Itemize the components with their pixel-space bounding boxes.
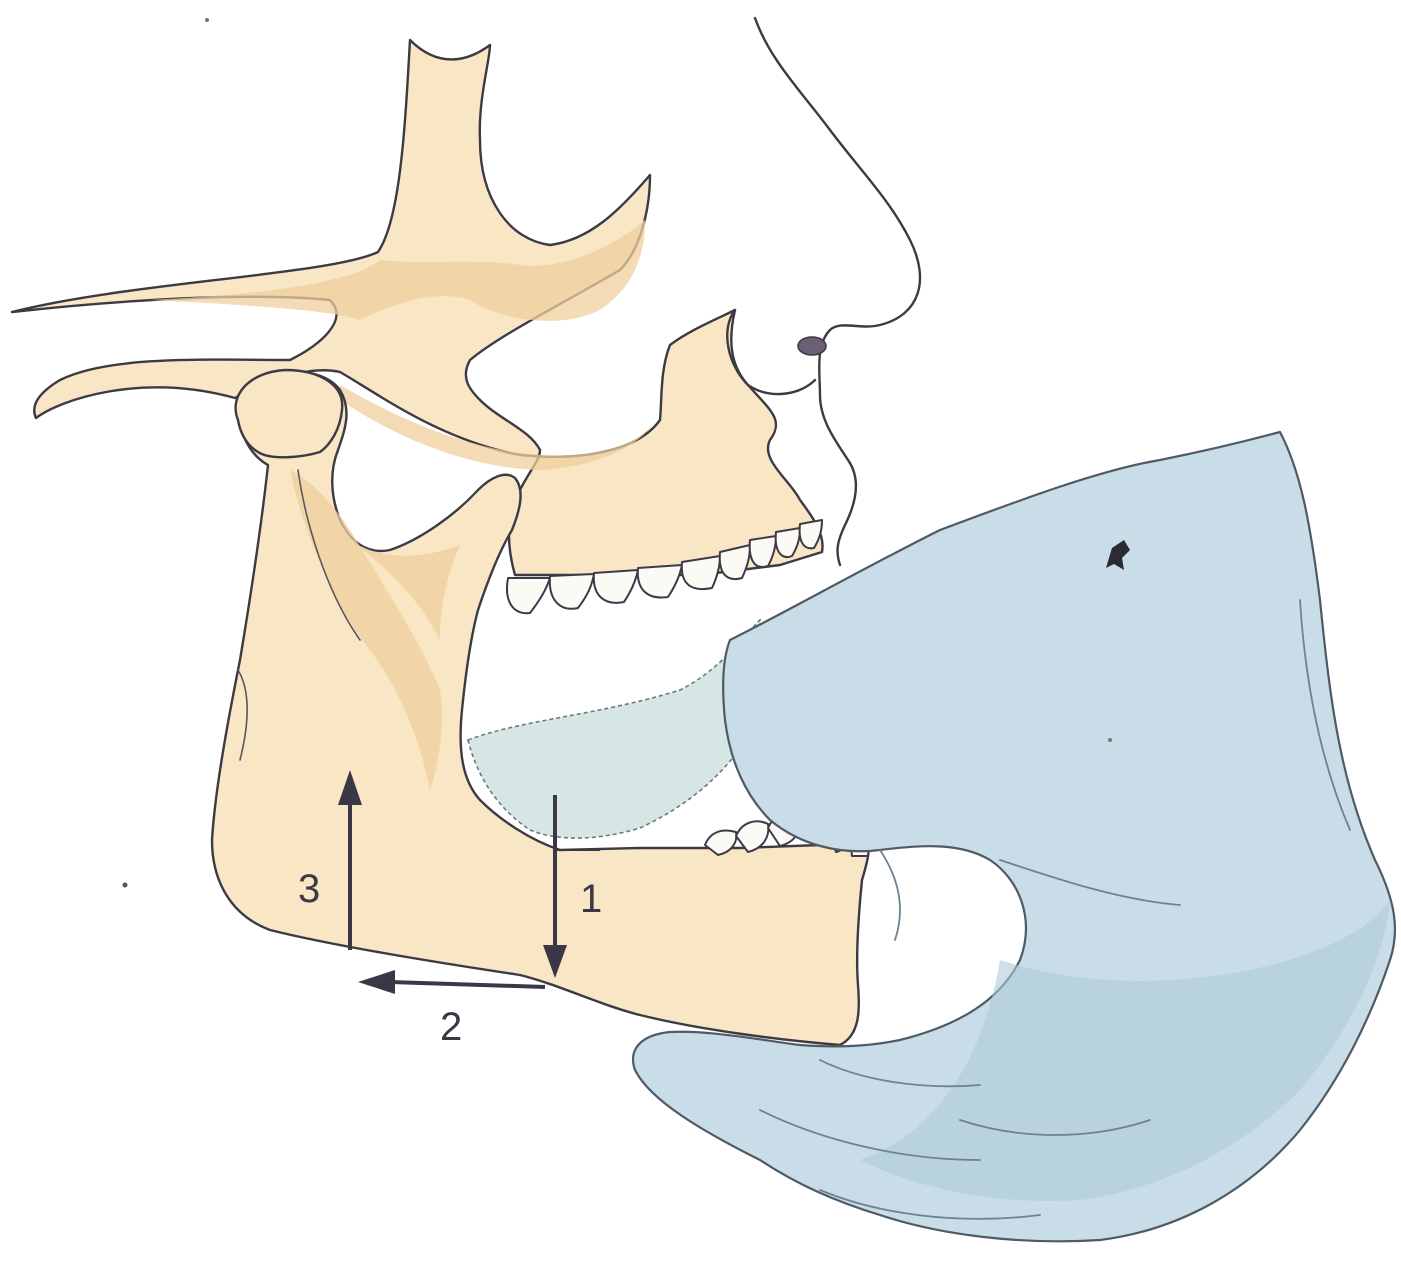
print-speck [1108, 738, 1112, 742]
nostril [798, 337, 826, 355]
tongue [468, 620, 770, 838]
arrow-3-label: 3 [298, 867, 320, 911]
maxilla-bone [12, 40, 823, 575]
print-speck [205, 18, 209, 22]
arrow-2-label: 2 [440, 1005, 462, 1049]
print-speck [123, 883, 128, 888]
arrow-1-label: 1 [580, 877, 602, 921]
